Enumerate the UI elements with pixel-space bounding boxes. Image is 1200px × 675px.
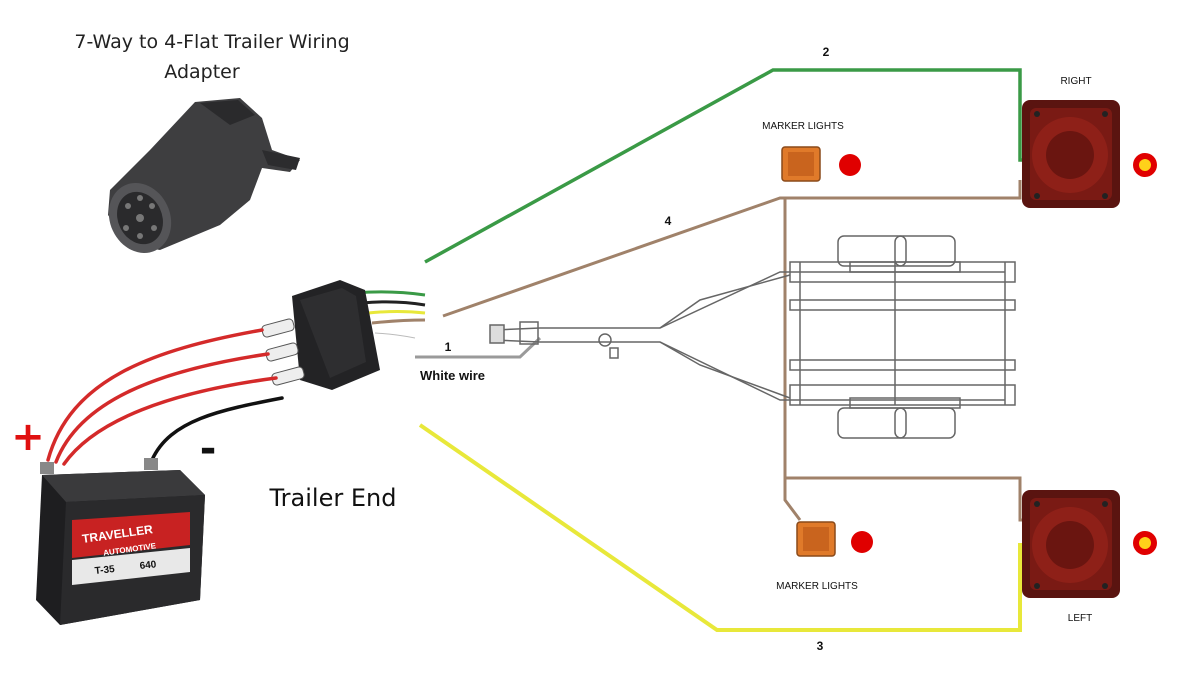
- marker-lights-bottom-label: MARKER LIGHTS: [776, 581, 858, 592]
- right-amber-dot: [1139, 159, 1151, 171]
- yellow-wire: [418, 423, 1035, 632]
- minus-sign: -: [200, 426, 217, 472]
- green-wire: [424, 68, 1035, 264]
- marker-bottom-red-dot: [851, 531, 873, 553]
- marker-top-red-dot: [839, 154, 861, 176]
- connector-wire-stubs: [354, 290, 426, 340]
- battery-cca: 640: [139, 559, 157, 572]
- brown-trunk-wire: [783, 198, 1035, 522]
- wire-number-4: 4: [665, 214, 672, 228]
- right-light-label: RIGHT: [1060, 76, 1091, 87]
- title-line-1: 7-Way to 4-Flat Trailer Wiring: [74, 31, 349, 53]
- brown-wire: [442, 180, 1022, 318]
- white-wire-label: White wire: [420, 368, 485, 383]
- left-light-label: LEFT: [1068, 613, 1092, 624]
- wire-number-2: 2: [823, 45, 830, 59]
- marker-light-top: [781, 146, 821, 182]
- battery-leads: [46, 328, 284, 466]
- adapter-icon: [108, 98, 300, 254]
- battery-model: T-35: [94, 564, 115, 577]
- wire-number-3: 3: [817, 639, 824, 653]
- wire-number-1: 1: [445, 340, 452, 354]
- left-amber-dot: [1139, 537, 1151, 549]
- four-flat-connector: [261, 280, 380, 390]
- marker-light-bottom: [796, 521, 836, 557]
- plus-sign: +: [11, 414, 45, 460]
- marker-lights-top-label: MARKER LIGHTS: [762, 121, 844, 132]
- trailer-end-label: Trailer End: [269, 484, 397, 512]
- tail-light-left: [1022, 490, 1120, 598]
- title-line-2: Adapter: [164, 61, 240, 83]
- brown-marker-bottom-wire: [783, 478, 802, 521]
- trailer-frame: [489, 235, 1016, 439]
- tail-light-right: [1022, 100, 1120, 208]
- battery-icon: [36, 458, 205, 625]
